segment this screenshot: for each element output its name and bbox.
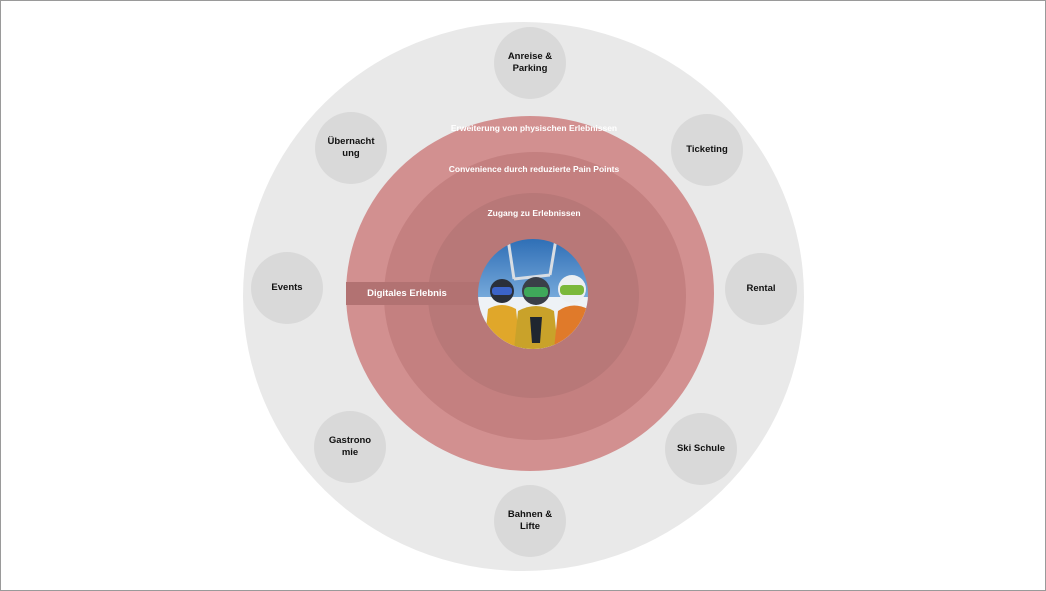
node-ski-school[interactable]: Ski Schule — [665, 413, 737, 485]
node-events-label: Events — [271, 282, 303, 293]
node-accommodation-label: Übernacht ung — [327, 136, 375, 159]
node-gastronomy-label: Gastrono mie — [328, 435, 372, 458]
ring-label-physical-experiences: Erweiterung von physischen Erlebnissen — [450, 123, 618, 133]
node-ticketing-label: Ticketing — [686, 144, 728, 155]
node-arrival-parking-label: Anreise & Parking — [507, 51, 553, 74]
ring-label-convenience: Convenience durch reduzierte Pain Points — [448, 164, 620, 174]
skier-selfie-photo — [478, 239, 588, 349]
node-ski-school-label: Ski Schule — [676, 443, 726, 454]
node-arrival-parking[interactable]: Anreise & Parking — [494, 27, 566, 99]
node-rental[interactable]: Rental — [725, 253, 797, 325]
node-accommodation[interactable]: Übernacht ung — [315, 112, 387, 184]
node-lifts-label: Bahnen & Lifte — [507, 509, 553, 532]
node-gastronomy[interactable]: Gastrono mie — [314, 411, 386, 483]
ring-label-access: Zugang zu Erlebnissen — [487, 208, 581, 218]
node-ticketing[interactable]: Ticketing — [671, 114, 743, 186]
node-events[interactable]: Events — [251, 252, 323, 324]
node-lifts[interactable]: Bahnen & Lifte — [494, 485, 566, 557]
node-rental-label: Rental — [746, 283, 776, 294]
skier-selfie-illustration — [478, 239, 588, 349]
digital-experience-label: Digitales Erlebnis — [346, 282, 482, 305]
